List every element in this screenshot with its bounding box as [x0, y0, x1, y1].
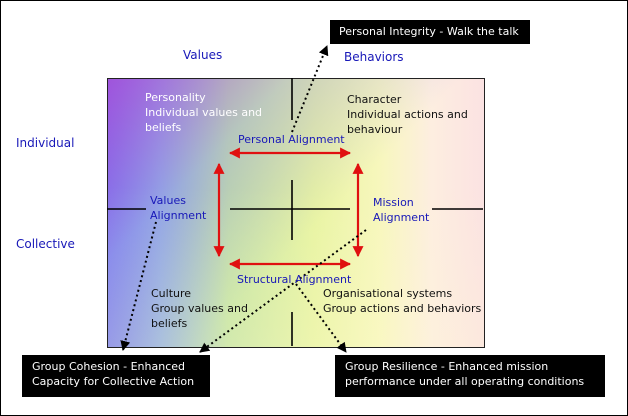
connector-cohesion-from-mission: [199, 229, 367, 353]
org-systems-line1: Organisational systems: [323, 287, 453, 300]
quadrant-top-right: Character Individual actions and behavio…: [347, 92, 468, 137]
connector-group-resilience: [295, 283, 347, 353]
personal-alignment-label: Personal Alignment: [238, 133, 345, 146]
alignment-arrows: [213, 147, 364, 270]
connector-personal-integrity: [291, 45, 329, 133]
mission-alignment-line2: Alignment: [373, 211, 430, 224]
callout-connectors: [120, 45, 367, 353]
group-resilience-box: Group Resilience - Enhanced mission perf…: [335, 355, 605, 397]
personality-title: Personality: [145, 91, 206, 104]
culture-line1: Group values and: [151, 302, 248, 315]
group-cohesion-box: Group Cohesion - Enhanced Capacity for C…: [22, 355, 210, 397]
values-alignment-line2: Alignment: [150, 209, 207, 222]
collective-header: Collective: [16, 237, 75, 251]
group-resilience-line1: Group Resilience - Enhanced mission: [345, 360, 549, 373]
group-cohesion-line1: Group Cohesion - Enhanced: [32, 360, 185, 373]
culture-title: Culture: [151, 287, 192, 300]
group-cohesion-line2: Capacity for Collective Action: [32, 375, 195, 388]
values-header: Values: [183, 48, 223, 62]
structural-alignment-label: Structural Alignment: [237, 273, 352, 286]
character-line2: behaviour: [347, 123, 403, 136]
quadrant-dividers: [107, 78, 483, 346]
behaviors-header: Behaviors: [344, 50, 404, 64]
character-title: Character: [347, 93, 402, 106]
values-alignment-line1: Values: [150, 194, 186, 207]
personality-line2: beliefs: [145, 121, 182, 134]
personal-integrity-text: Personal Integrity - Walk the talk: [339, 25, 519, 38]
mission-alignment-line1: Mission: [373, 196, 414, 209]
org-systems-line2: Group actions and behaviors: [323, 302, 482, 315]
individual-header: Individual: [16, 136, 75, 150]
quadrant-bottom-right: Organisational systems Group actions and…: [323, 286, 481, 316]
personal-integrity-box: Personal Integrity - Walk the talk: [330, 20, 530, 44]
personality-line1: Individual values and: [145, 106, 263, 119]
mission-alignment-label: Mission Alignment: [373, 195, 429, 225]
connector-group-cohesion: [120, 221, 157, 351]
character-line1: Individual actions and: [347, 108, 468, 121]
quadrant-top-left: Personality Individual values and belief…: [145, 90, 262, 135]
group-resilience-line2: performance under all operating conditio…: [345, 375, 585, 388]
culture-line2: beliefs: [151, 317, 188, 330]
quadrant-bottom-left: Culture Group values and beliefs: [151, 286, 248, 331]
values-alignment-label: Values Alignment: [150, 193, 206, 223]
